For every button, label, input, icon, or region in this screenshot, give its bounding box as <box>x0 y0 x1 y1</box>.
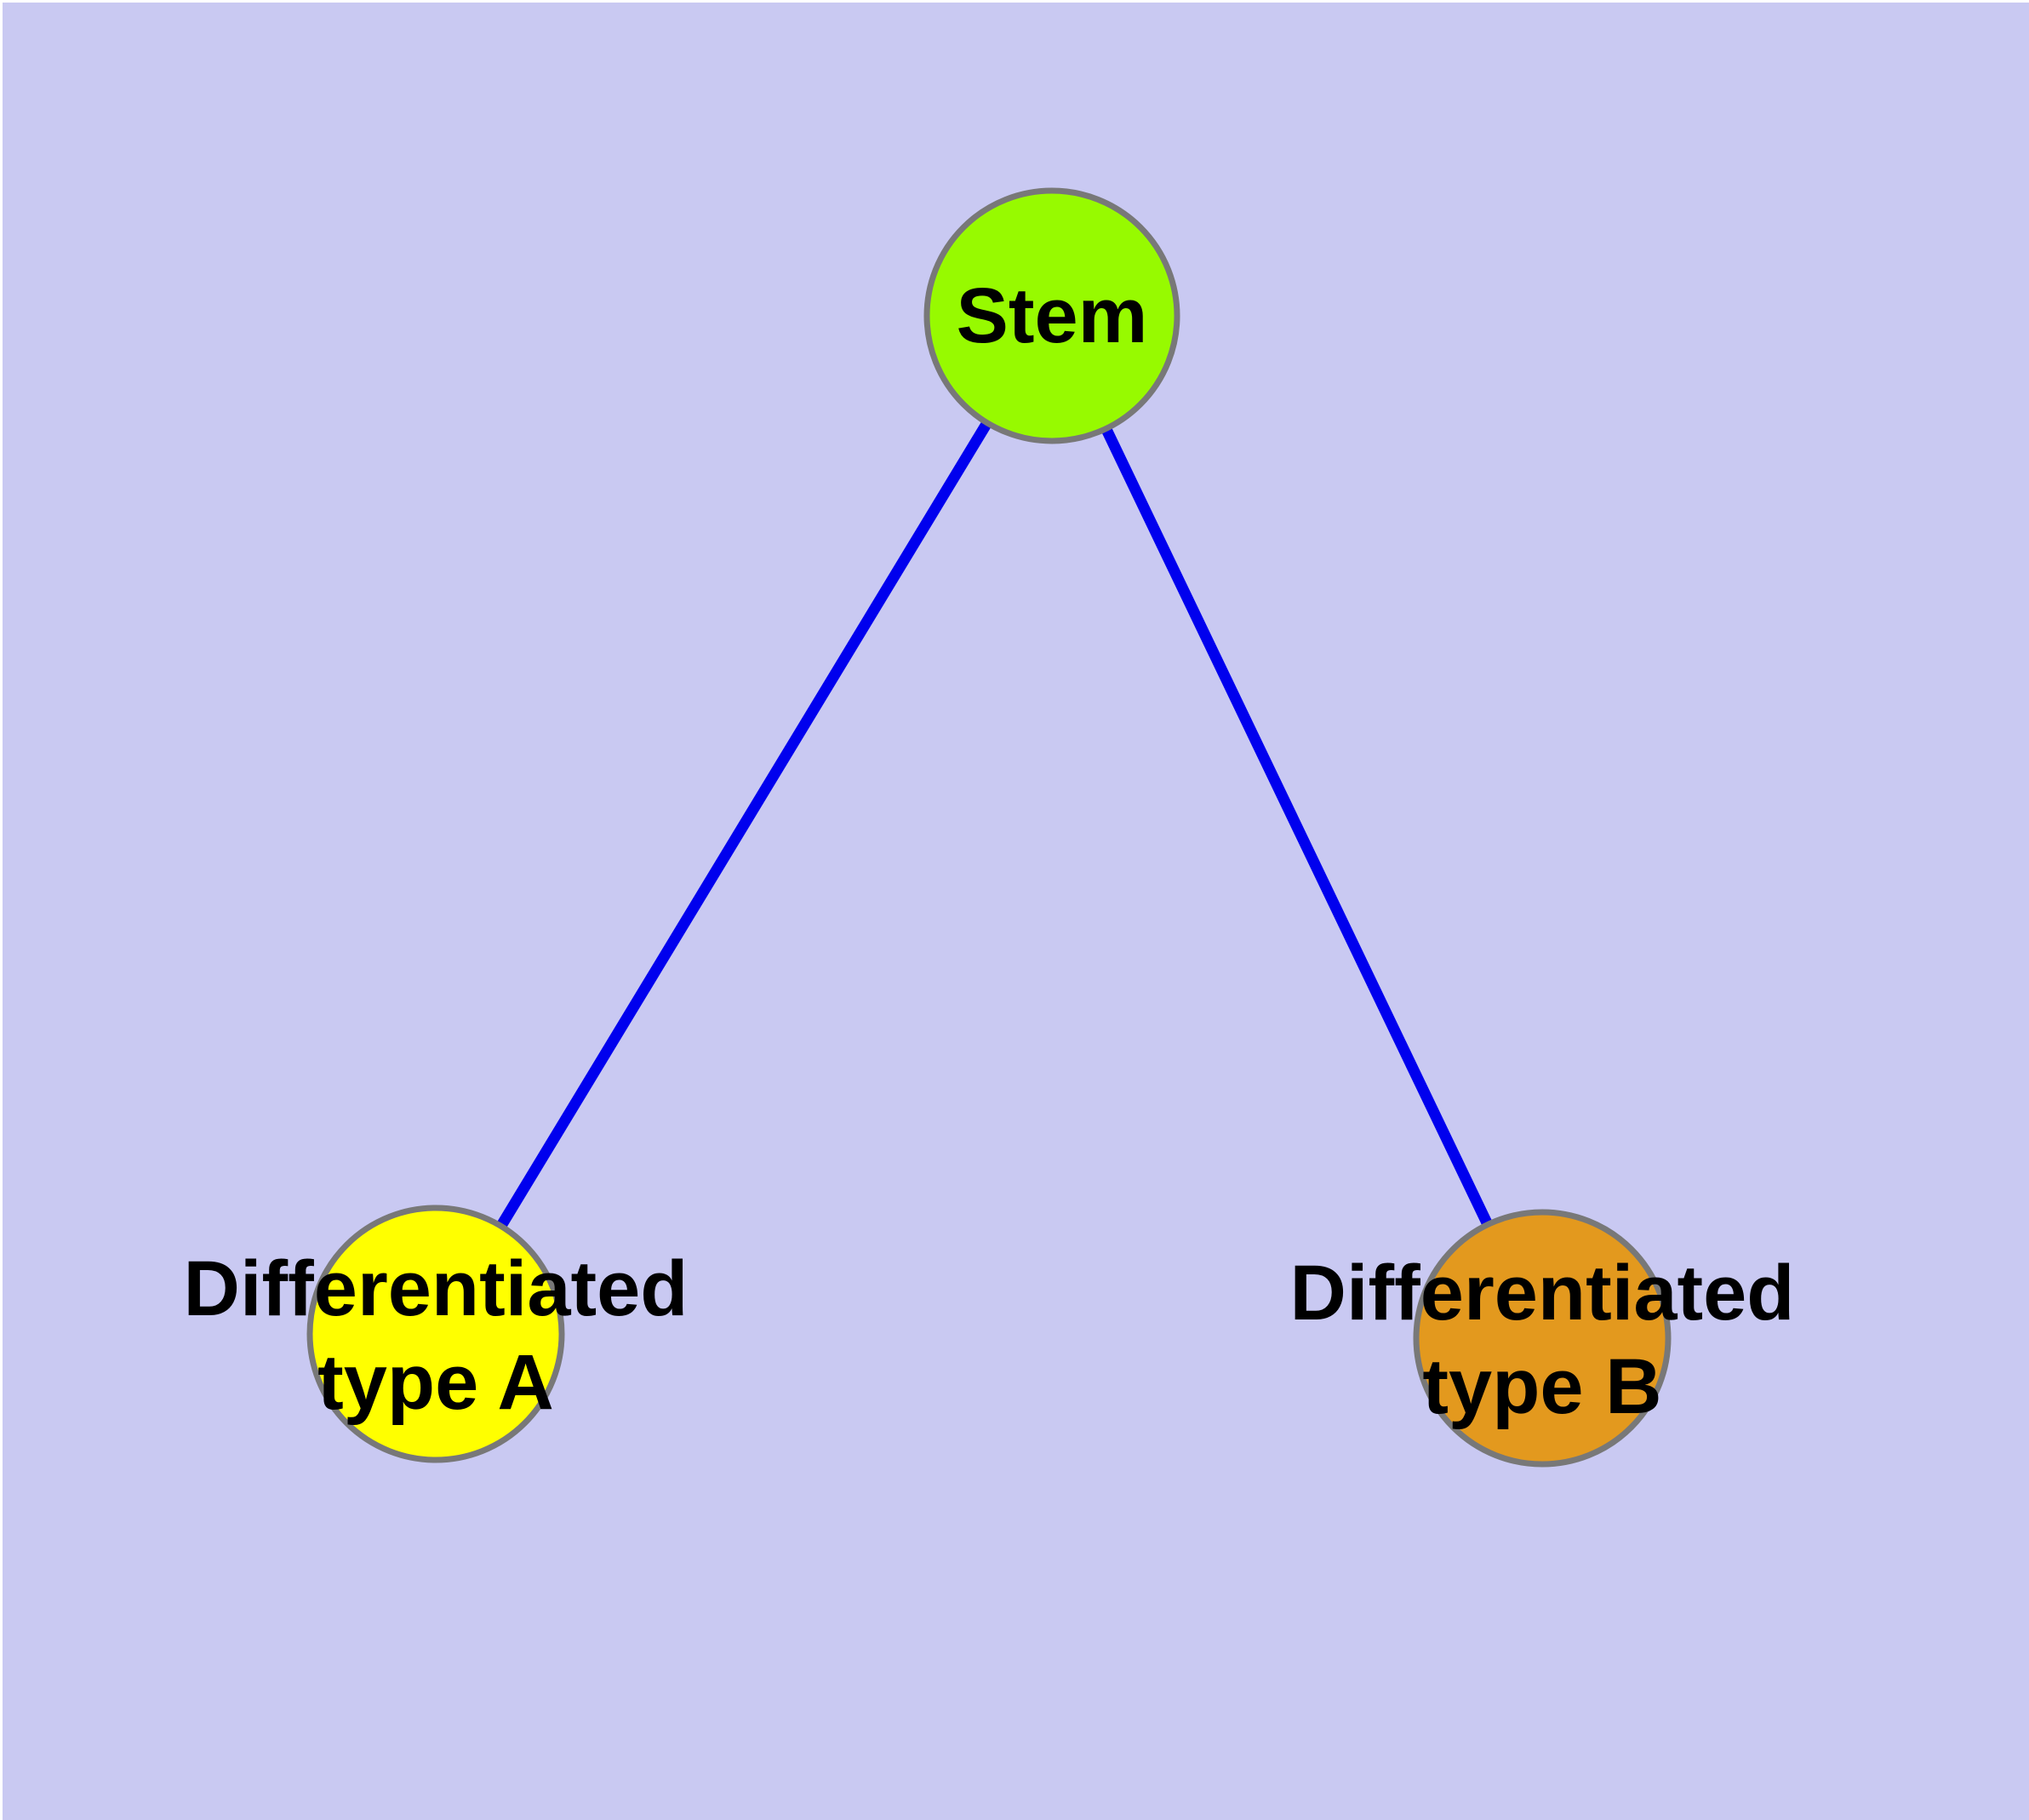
type-a-label-line2: type A <box>317 1339 554 1426</box>
edge-stem-to-type-b <box>1047 313 1547 1341</box>
type-a-node <box>306 1205 565 1463</box>
stem-node-label: Stem <box>957 272 1148 359</box>
edge-stem-to-type-a <box>431 312 1057 1337</box>
type-b-node <box>1413 1209 1672 1468</box>
stem-node <box>923 187 1180 444</box>
type-a-label-line1: Differentiated <box>184 1245 689 1332</box>
type-b-label-line1: Differentiated <box>1290 1250 1795 1336</box>
type-b-label-line2: type B <box>1422 1343 1661 1430</box>
